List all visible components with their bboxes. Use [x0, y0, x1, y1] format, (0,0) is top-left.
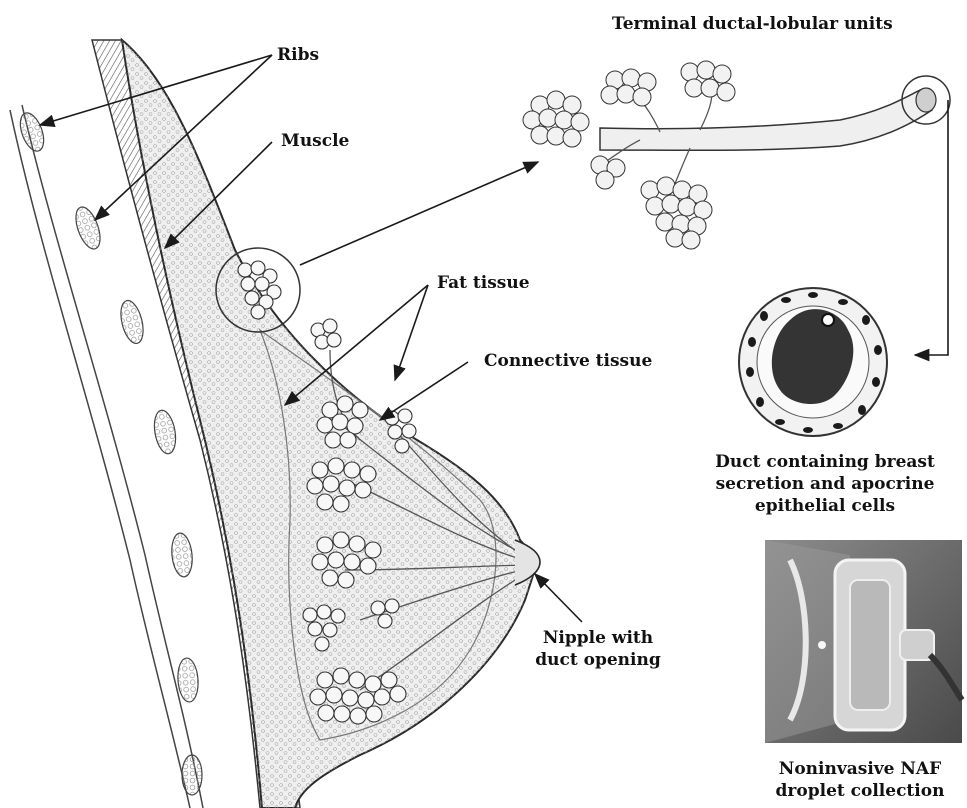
label-nipple-line2: duct opening — [528, 649, 668, 671]
label-duct-line2: secretion and apocrine — [705, 473, 945, 495]
duct-cross-section — [739, 288, 887, 436]
label-duct: Duct containing breast secretion and apo… — [705, 451, 945, 517]
label-nipple-line1: Nipple with — [528, 627, 668, 649]
naf-device-photo — [765, 540, 962, 743]
label-fat-tissue: Fat tissue — [437, 272, 530, 294]
label-naf-line1: Noninvasive NAF — [760, 758, 960, 780]
label-nipple: Nipple with duct opening — [528, 627, 668, 671]
label-ribs: Ribs — [277, 44, 319, 66]
label-naf: Noninvasive NAF droplet collection — [760, 758, 960, 802]
label-tdlu: Terminal ductal-lobular units — [612, 13, 893, 35]
label-naf-line2: droplet collection — [760, 780, 960, 802]
label-duct-line1: Duct containing breast — [705, 451, 945, 473]
label-duct-line3: epithelial cells — [705, 495, 945, 517]
label-connective-tissue: Connective tissue — [484, 350, 652, 372]
label-muscle: Muscle — [281, 130, 349, 152]
tdlu-illustration — [523, 61, 950, 249]
